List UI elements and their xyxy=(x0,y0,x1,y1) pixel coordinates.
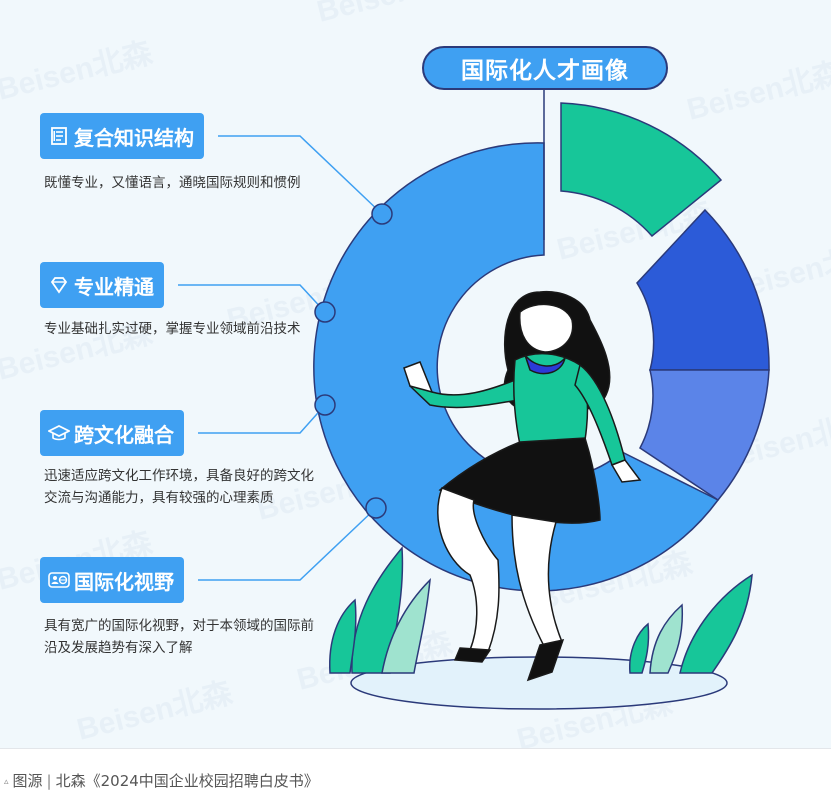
divider xyxy=(0,748,831,749)
ring-segment-green xyxy=(560,102,723,238)
trait-label-professional-mastery: 专业精通 xyxy=(40,262,164,308)
connector-lines xyxy=(178,135,383,581)
svg-text:Beisen北森: Beisen北森 xyxy=(684,56,831,127)
trait-description: 具有宽广的国际化视野，对于本领域的国际前沿及发展趋势有深入了解 xyxy=(44,618,314,656)
diamond-icon xyxy=(48,274,70,296)
trait-label-text: 专业精通 xyxy=(74,274,154,299)
svg-text:Beisen北森: Beisen北森 xyxy=(74,676,237,747)
leaf-right xyxy=(629,573,753,674)
ring-segment-blue xyxy=(313,142,720,592)
svg-text:Beisen北森: Beisen北森 xyxy=(0,36,156,107)
svg-text:Beisen北森: Beisen北森 xyxy=(314,0,477,29)
woman-figure xyxy=(403,290,642,682)
caption-prefix: 图源 xyxy=(12,772,43,790)
document-icon xyxy=(48,125,70,147)
image-caption: ▵图源|北森《2024中国企业校园招聘白皮书》 xyxy=(4,770,319,791)
trait-description: 既懂专业，又懂语言，通晓国际规则和惯例 xyxy=(44,175,301,191)
leaf-left xyxy=(329,546,431,674)
trait-label-cross-cultural: 跨文化融合 xyxy=(40,410,184,456)
caption-source: 北森《2024中国企业校园招聘白皮书》 xyxy=(55,772,319,790)
trait-label-text: 跨文化融合 xyxy=(74,422,174,447)
trait-label-text: 复合知识结构 xyxy=(74,125,194,150)
caption-separator: | xyxy=(46,772,52,790)
trait-description: 专业基础扎实过硬，掌握专业领域前沿技术 xyxy=(44,321,301,337)
globe-people-icon xyxy=(48,569,70,591)
graduation-cap-icon xyxy=(48,422,70,444)
infographic-panel: Beisen北森 Beisen北森 Beisen北森 Beisen北森 Beis… xyxy=(0,0,831,748)
page-title: 国际化人才画像 xyxy=(422,46,668,90)
illustration: Beisen北森 Beisen北森 Beisen北森 Beisen北森 Beis… xyxy=(0,0,831,747)
triangle-icon: ▵ xyxy=(4,777,9,787)
ring-segment-mid-blue xyxy=(639,369,770,501)
trait-label-text: 国际化视野 xyxy=(74,569,174,594)
connector-dots xyxy=(314,203,393,519)
trait-label-international-vision: 国际化视野 xyxy=(40,557,184,603)
trait-description: 迅速适应跨文化工作环境，具备良好的跨文化交流与沟通能力，具有较强的心理素质 xyxy=(44,468,314,506)
trait-label-compound-knowledge: 复合知识结构 xyxy=(40,113,204,159)
